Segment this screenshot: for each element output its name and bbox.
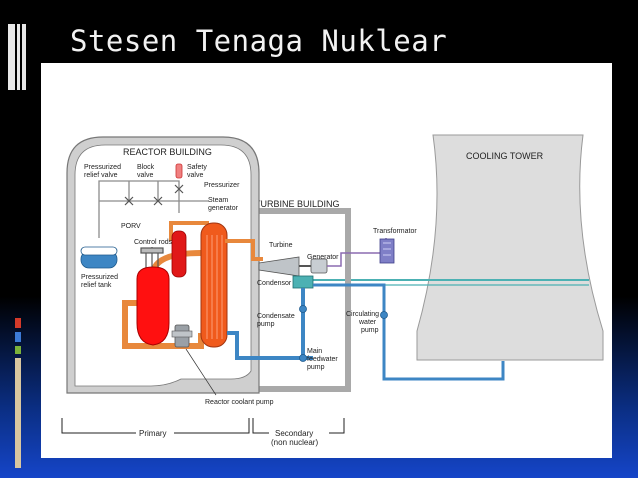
pump-icon bbox=[171, 324, 193, 348]
cwp-line1: Circulating bbox=[346, 311, 379, 318]
power-line bbox=[327, 238, 387, 267]
circulating-water-pump-icon bbox=[380, 311, 388, 319]
nuclear-plant-diagram: COOLING TOWER TURBINE BUILDING REACTOR B… bbox=[61, 134, 604, 447]
condensate-pump-icon bbox=[299, 305, 307, 313]
reactor-coolant-pump-label: Reactor coolant pump bbox=[205, 399, 274, 406]
control-rods-label: Control rods bbox=[134, 239, 173, 246]
feedwater-pump-icon bbox=[299, 354, 307, 362]
turbine-label: Turbine bbox=[269, 242, 293, 249]
primary-label-bg bbox=[136, 427, 174, 438]
cwp-line3: pump bbox=[361, 327, 379, 334]
mfp-line2: feedwater bbox=[307, 356, 338, 363]
steam-generator bbox=[200, 222, 228, 348]
side-color-marks bbox=[15, 318, 23, 468]
generator-icon bbox=[310, 258, 328, 274]
transformator-label: Transformator bbox=[373, 228, 417, 235]
primary-label: Primary bbox=[139, 429, 167, 438]
relief-piping bbox=[98, 180, 209, 238]
secondary-label-bg bbox=[269, 427, 329, 438]
condensor bbox=[292, 275, 314, 289]
diagram-panel: COOLING TOWER TURBINE BUILDING REACTOR B… bbox=[41, 63, 612, 458]
secondary-label: Secondary (non nuclear) bbox=[271, 429, 318, 447]
cp-line1: Condensate bbox=[257, 313, 295, 320]
sec-line2: (non nuclear) bbox=[271, 438, 318, 447]
reactor-vessel bbox=[136, 266, 170, 346]
main-feedwater-pump-label: Main feedwater pump bbox=[307, 348, 340, 371]
prv-line2: relief valve bbox=[84, 172, 118, 179]
sg-line2: generator bbox=[208, 205, 239, 212]
pressurizer-label: Pressurizer bbox=[204, 182, 240, 189]
steam-generator-label: Steam generator bbox=[208, 197, 239, 212]
title-decoration-bars bbox=[8, 24, 26, 90]
slide-title: Stesen Tenaga Nuklear bbox=[70, 24, 448, 58]
valve-icon bbox=[124, 184, 184, 206]
bv-line1: Block bbox=[137, 164, 155, 171]
circulating-water-pump-label: Circulating water pump bbox=[346, 311, 381, 334]
circulating-water-loop bbox=[313, 283, 505, 381]
turbine bbox=[258, 256, 300, 277]
block-valve-label: Block valve bbox=[137, 164, 156, 179]
relief-tank-label: Pressurized relief tank bbox=[81, 274, 120, 289]
porv-label: PORV bbox=[121, 223, 141, 230]
prv-line1: Pressurized bbox=[84, 164, 121, 171]
rcp-pointer bbox=[185, 348, 217, 396]
safety-valve-icon bbox=[175, 163, 183, 179]
turbine-building-label: TURBINE BUILDING bbox=[255, 199, 340, 209]
primary-loop-pipe-top bbox=[169, 221, 209, 241]
bv-line2: valve bbox=[137, 172, 153, 179]
cp-line2: pump bbox=[257, 321, 275, 328]
sv-line2: valve bbox=[187, 172, 203, 179]
turbine-building bbox=[253, 208, 351, 392]
sec-line1: Secondary bbox=[275, 429, 313, 438]
sg-line1: Steam bbox=[208, 197, 228, 204]
sv-line1: Safety bbox=[187, 164, 207, 171]
reactor-building-label: REACTOR BUILDING bbox=[123, 147, 212, 157]
pressurized-relief-tank bbox=[80, 246, 118, 269]
pressurized-relief-valve-label: Pressurized relief valve bbox=[84, 164, 123, 179]
safety-valve-label: Safety valve bbox=[187, 164, 209, 179]
cooling-tower bbox=[416, 134, 604, 361]
mfp-line1: Main bbox=[307, 348, 322, 355]
condensate-pump-label: Condensate pump bbox=[257, 313, 297, 328]
mfp-line3: pump bbox=[307, 364, 325, 371]
pressurizer bbox=[171, 230, 187, 278]
cooling-tower-label: COOLING TOWER bbox=[466, 151, 544, 161]
rt-line1: Pressurized bbox=[81, 274, 118, 281]
transformer-icon bbox=[379, 238, 395, 264]
condensor-label: Condensor bbox=[257, 280, 292, 287]
generator-label: Generator bbox=[307, 254, 339, 261]
steam-generator-tubes bbox=[206, 235, 223, 339]
rt-line2: relief tank bbox=[81, 282, 112, 289]
cwp-line2: water bbox=[358, 319, 377, 326]
steam-line bbox=[225, 239, 263, 261]
